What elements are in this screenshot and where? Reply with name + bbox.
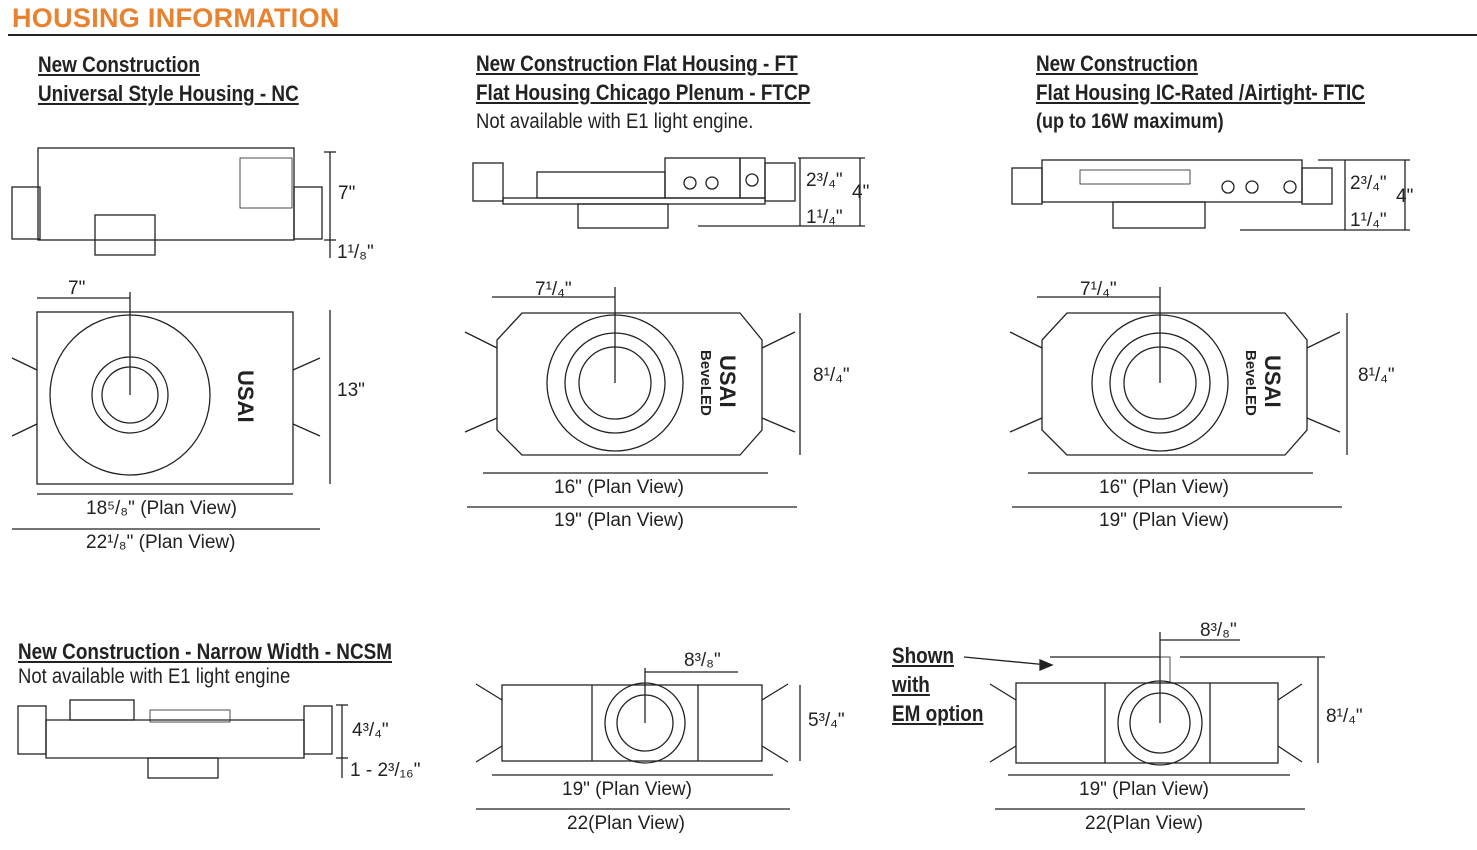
ft-heading-1: New Construction Flat Housing - FT — [476, 51, 798, 76]
em-plan-dim-1: 19" (Plan View) — [1079, 779, 1209, 800]
nc-heading-1: New Construction — [38, 52, 200, 77]
ft-plan-view — [464, 287, 801, 508]
title-rule — [8, 34, 1477, 36]
nc-offset-dim: 7" — [68, 278, 86, 299]
nc-plan-view — [11, 292, 331, 530]
nc-side-view — [11, 147, 336, 258]
nc-logo: USAI — [233, 370, 258, 423]
ncsm-plan-depth-dim: 5³/₄" — [808, 710, 845, 731]
em-plan-view — [989, 632, 1325, 810]
nc-plan-dim-1: 18⁵/₈" (Plan View) — [86, 498, 237, 519]
page-title: HOUSING INFORMATION — [12, 3, 340, 33]
ftic-depth-dim: 8¹/₄" — [1358, 365, 1395, 386]
ncsm-plan-dim-2: 22(Plan View) — [567, 813, 685, 834]
ftic-side-view — [1011, 159, 1410, 231]
ftic-total-dim: 4" — [1396, 186, 1414, 207]
ncsm-plan-offset-dim: 8³/₈" — [684, 650, 721, 671]
ftic-plan-dim-2: 19" (Plan View) — [1099, 510, 1229, 531]
nc-depth-dim: 13" — [337, 380, 365, 401]
ft-lower-dim: 1¹/₄" — [806, 207, 843, 228]
ncsm-plan-view — [475, 668, 801, 810]
ncsm-plan-dim-1: 19" (Plan View) — [562, 779, 692, 800]
ncsm-note: Not available with E1 light engine — [18, 665, 291, 688]
ncsm-heading: New Construction - Narrow Width - NCSM — [18, 639, 393, 664]
ftic-lower-dim: 1¹/₄" — [1350, 210, 1387, 231]
nc-plan-dim-2: 22¹/₈" (Plan View) — [86, 532, 236, 553]
ftic-plan-view — [1009, 287, 1348, 508]
ft-upper-dim: 2³/₄" — [806, 170, 843, 191]
ftic-note: (up to 16W maximum) — [1036, 110, 1224, 133]
em-callout-line-3: EM option — [892, 701, 984, 726]
ft-offset-dim: 7¹/₄" — [535, 279, 572, 300]
ft-total-dim: 4" — [852, 182, 870, 203]
ftic-heading-2: Flat Housing IC-Rated /Airtight- FTIC — [1036, 80, 1365, 105]
nc-below-dim: 1¹/₈" — [337, 242, 374, 263]
em-offset-dim: 8³/₈" — [1200, 620, 1237, 641]
ftic-logo: USAI — [1260, 355, 1285, 408]
ft-depth-dim: 8¹/₄" — [813, 365, 850, 386]
em-callout-line-2: with — [892, 672, 930, 697]
nc-heading-2: Universal Style Housing - NC — [38, 81, 299, 106]
ncsm-side-view — [17, 699, 348, 779]
ft-plan-dim-2: 19" (Plan View) — [554, 510, 684, 531]
ftic-plan-dim-1: 16" (Plan View) — [1099, 477, 1229, 498]
em-callout-line-1: Shown — [892, 643, 955, 668]
ft-side-view — [472, 157, 865, 229]
em-depth-dim: 8¹/₄" — [1326, 706, 1363, 727]
ftic-offset-dim: 7¹/₄" — [1080, 279, 1117, 300]
ft-logo-sub: BeveLED — [697, 350, 714, 416]
ft-note: Not available with E1 light engine. — [476, 110, 754, 133]
ft-heading-2: Flat Housing Chicago Plenum - FTCP — [476, 80, 811, 105]
ftic-heading-1: New Construction — [1036, 51, 1198, 76]
ncsm-height-dim: 4³/₄" — [352, 720, 389, 741]
nc-height-dim: 7" — [338, 183, 356, 204]
ftic-logo-sub: BeveLED — [1242, 350, 1259, 416]
ft-plan-dim-1: 16" (Plan View) — [554, 477, 684, 498]
ncsm-below-dim: 1 - 2³/₁₆" — [350, 760, 421, 781]
ftic-upper-dim: 2³/₄" — [1350, 173, 1387, 194]
em-callout-arrow — [963, 656, 1054, 671]
ft-logo: USAI — [715, 355, 740, 408]
em-plan-dim-2: 22(Plan View) — [1085, 813, 1203, 834]
